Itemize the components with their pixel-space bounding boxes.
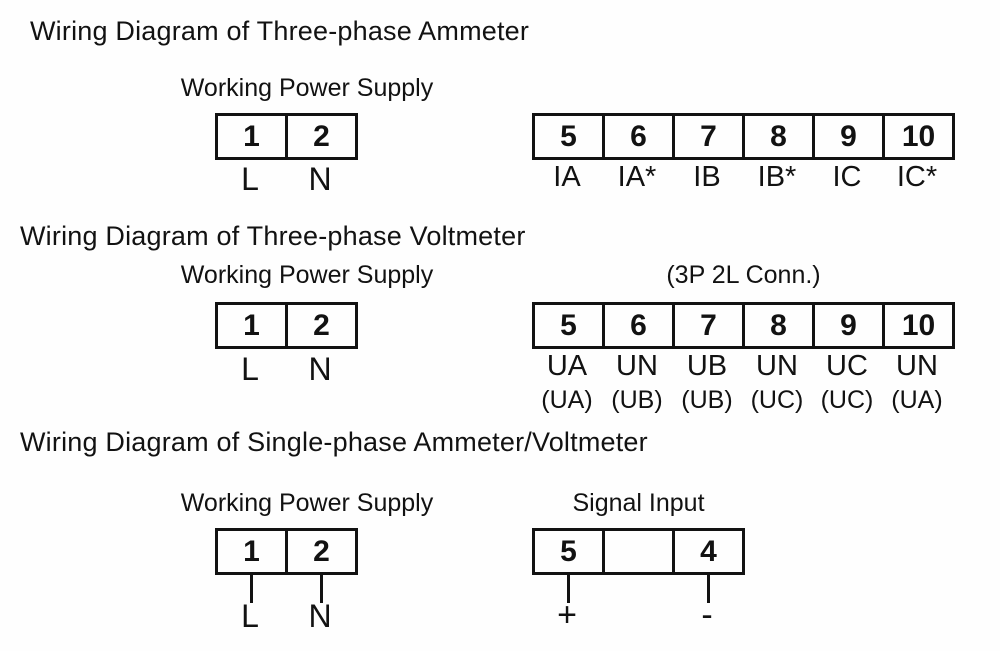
terminal-cell: 4 [672,531,742,572]
terminal-block-voltage-inputs: 5 6 7 8 9 10 [532,302,955,349]
section-title-single-phase: Wiring Diagram of Single-phase Ammeter/V… [20,427,648,457]
terminal-label: UN [616,350,658,382]
terminal-label: IA [553,161,581,193]
wire-lead [567,575,570,603]
heading-working-power-supply-2: Working Power Supply [180,261,434,289]
terminal-label: IC [832,161,862,193]
terminal-block-signal-input: 5 4 [532,528,745,575]
terminal-label: N [308,161,332,197]
terminal-cell: 2 [285,531,355,572]
terminal-label: L [241,161,259,197]
terminal-block-current-inputs: 5 6 7 8 9 10 [532,113,955,160]
terminal-label: N [308,598,332,634]
terminal-cell: 9 [812,116,882,157]
terminal-cell: 8 [742,116,812,157]
terminal-cell: 2 [285,116,355,157]
terminal-label: IC* [896,161,938,193]
terminal-cell: 6 [602,116,672,157]
heading-working-power-supply-1: Working Power Supply [180,74,434,102]
polarity-plus-label: + [557,596,577,634]
heading-3p-2l-conn: (3P 2L Conn.) [666,261,821,289]
terminal-label [602,596,672,635]
terminal-label: UB [686,350,728,382]
terminal-label: (UC) [750,386,804,414]
terminal-label: L [241,351,259,387]
terminal-label: IA* [617,161,657,193]
terminal-cell: 5 [560,119,577,153]
terminal-cell: 1 [243,534,260,568]
terminal-cell: 6 [602,305,672,346]
terminal-labels-power-3: L N [215,598,355,635]
terminal-labels-power-2: L N [215,351,355,388]
terminal-block-power-2: 1 2 [215,302,358,349]
terminal-cell: 10 [882,305,952,346]
terminal-cell: 5 [560,308,577,342]
terminal-labels-signal-input: + - [532,596,742,635]
terminal-label: (UA) [541,386,593,414]
section-title-three-phase-voltmeter: Wiring Diagram of Three-phase Voltmeter [20,221,526,251]
terminal-block-power-1: 1 2 [215,113,358,160]
terminal-label: N [308,351,332,387]
polarity-minus-label: - [701,596,713,634]
terminal-label: UN [896,350,938,382]
terminal-cell: 7 [672,116,742,157]
terminal-label: UN [756,350,798,382]
wire-lead [250,575,253,603]
terminal-label: UA [546,350,588,382]
terminal-label: (UC) [820,386,874,414]
terminal-cell: 5 [560,534,577,568]
heading-working-power-supply-3: Working Power Supply [180,489,434,517]
terminal-label: (UB) [681,386,733,414]
terminal-cell: 8 [742,305,812,346]
terminal-labels-power-1: L N [215,161,355,198]
terminal-block-power-3: 1 2 [215,528,358,575]
terminal-label: IB* [757,161,797,193]
heading-signal-input: Signal Input [572,489,705,517]
section-title-three-phase-ammeter: Wiring Diagram of Three-phase Ammeter [30,16,530,46]
terminal-label: L [241,598,259,634]
terminal-cell [602,531,672,572]
terminal-label: UC [826,350,868,382]
terminal-cell: 1 [243,308,260,342]
terminal-cell: 10 [882,116,952,157]
terminal-cell: 1 [243,119,260,153]
wire-lead [320,575,323,603]
terminal-labels-voltage-inputs-alt: (UA) (UB) (UB) (UC) (UC) (UA) [532,386,952,415]
terminal-labels-current-inputs: IA IA* IB IB* IC IC* [532,161,952,194]
terminal-labels-voltage-inputs: UA UN UB UN UC UN [532,350,952,383]
terminal-cell: 9 [812,305,882,346]
wire-lead [707,575,710,603]
terminal-label: (UB) [611,386,663,414]
terminal-cell: 2 [285,305,355,346]
terminal-cell: 7 [672,305,742,346]
terminal-label: IB [693,161,721,193]
terminal-label: (UA) [891,386,943,414]
